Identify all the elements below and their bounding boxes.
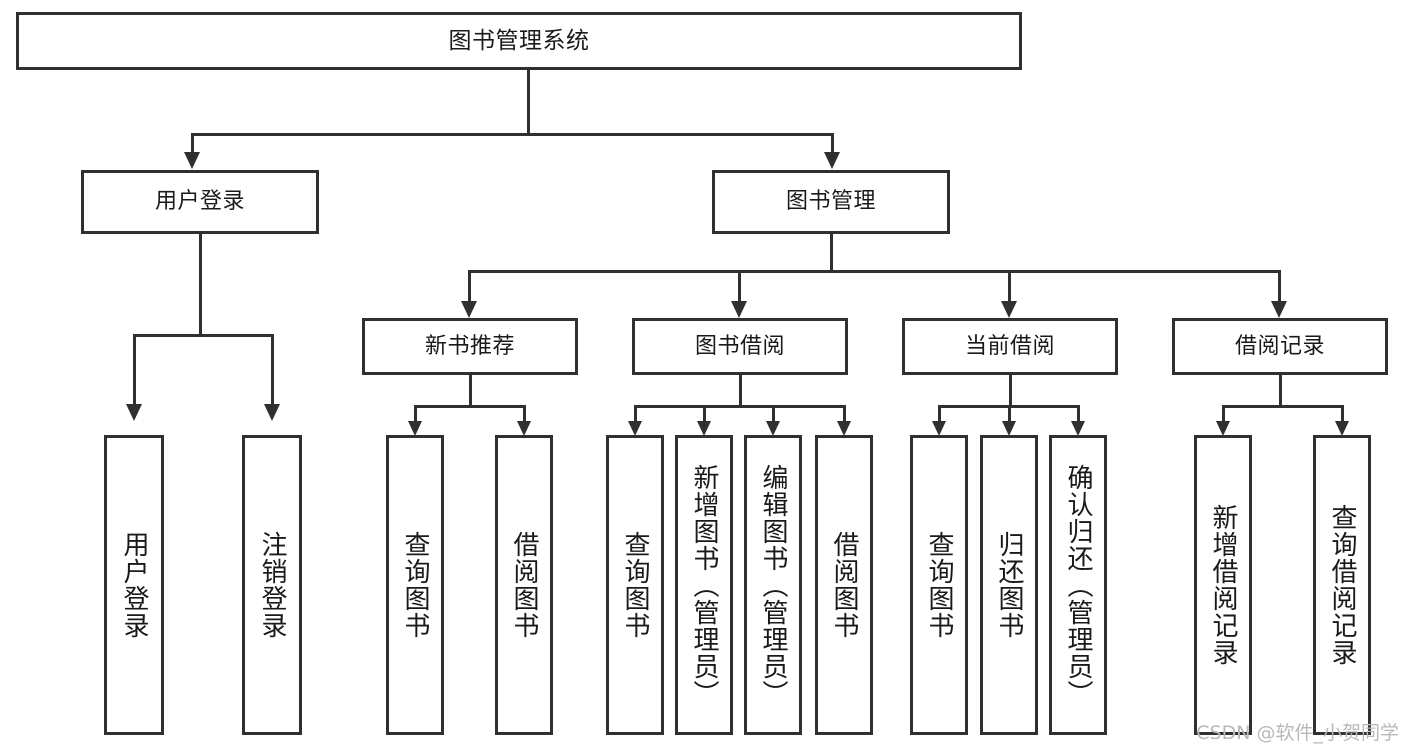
arrow-cb-leaf-2 [1002, 421, 1016, 436]
arrow-br-leaf-2 [1335, 421, 1349, 436]
node-leaf-query-book-2-label: 查询图书 [620, 531, 650, 639]
arrow-root-to-user-login [184, 152, 200, 169]
node-leaf-user-login[interactable]: 用户登录 [104, 435, 164, 735]
connector-bb-stem [739, 375, 742, 407]
arrow-cb-leaf-1 [932, 421, 946, 436]
connector-cb-drop-3 [1077, 405, 1080, 423]
node-leaf-add-record-label: 新增借阅记录 [1208, 504, 1238, 666]
csdn-watermark: CSDN @软件_小贺同学 [1196, 722, 1399, 744]
node-book-borrow-label: 图书借阅 [694, 333, 785, 359]
connector-nbr-drop-2 [523, 405, 526, 423]
node-leaf-return-book-label: 归还图书 [994, 531, 1024, 639]
connector-bb-drop-4 [843, 405, 846, 423]
node-leaf-query-book-1-label: 查询图书 [400, 531, 430, 639]
node-leaf-query-book-2[interactable]: 查询图书 [606, 435, 664, 735]
arrow-bm-to-book-borrow [731, 301, 747, 318]
connector-bb-drop-3 [772, 405, 775, 423]
connector-br-drop-2 [1341, 405, 1344, 423]
node-leaf-borrow-book-2-label: 借阅图书 [829, 531, 859, 639]
node-root-system[interactable]: 图书管理系统 [16, 12, 1022, 70]
node-leaf-add-book[interactable]: 新增图书（管理员） [675, 435, 733, 735]
node-leaf-borrow-book-1-label: 借阅图书 [509, 531, 539, 639]
node-leaf-user-logout-label: 注销登录 [257, 531, 287, 639]
arrow-bb-leaf-4 [837, 421, 851, 436]
arrow-bm-to-current-borrow [1001, 301, 1017, 318]
connector-bb-drop-1 [634, 405, 637, 423]
connector-bm-drop-1 [468, 270, 471, 303]
node-leaf-confirm-return-label: 确认归还（管理员） [1063, 463, 1093, 707]
arrow-bb-leaf-3 [766, 421, 780, 436]
arrow-bb-leaf-2 [697, 421, 711, 436]
node-leaf-query-record-label: 查询借阅记录 [1327, 504, 1357, 666]
node-user-login-label: 用户登录 [154, 189, 245, 215]
node-book-borrow[interactable]: 图书借阅 [632, 318, 848, 375]
connector-cb-drop-2 [1008, 405, 1011, 423]
connector-bm-drop-2 [738, 270, 741, 303]
node-leaf-user-logout[interactable]: 注销登录 [242, 435, 302, 735]
connector-br-drop-1 [1222, 405, 1225, 423]
node-current-borrow-label: 当前借阅 [964, 333, 1055, 359]
connector-cb-drop-1 [938, 405, 941, 423]
node-root-system-label: 图书管理系统 [448, 27, 590, 54]
connector-br-bus [1222, 405, 1344, 408]
node-leaf-borrow-book-1[interactable]: 借阅图书 [495, 435, 553, 735]
connector-user-login-stem [199, 234, 202, 336]
node-leaf-return-book[interactable]: 归还图书 [980, 435, 1038, 735]
node-leaf-query-book-3-label: 查询图书 [924, 531, 954, 639]
arrow-bb-leaf-1 [628, 421, 642, 436]
node-leaf-add-record[interactable]: 新增借阅记录 [1194, 435, 1252, 735]
connector-bb-drop-2 [703, 405, 706, 423]
connector-root-to-user-login [191, 133, 194, 155]
arrow-nbr-leaf-2 [517, 421, 531, 436]
node-leaf-add-book-label: 新增图书（管理员） [689, 463, 719, 707]
connector-cb-stem [1009, 375, 1012, 407]
node-leaf-edit-book[interactable]: 编辑图书（管理员） [744, 435, 802, 735]
node-leaf-user-login-label: 用户登录 [119, 531, 149, 639]
arrow-bm-to-new-book-recommend [461, 301, 477, 318]
node-borrow-record[interactable]: 借阅记录 [1172, 318, 1388, 375]
node-book-management[interactable]: 图书管理 [712, 170, 950, 234]
arrow-root-to-book-management [824, 152, 840, 169]
connector-user-login-drop-1 [133, 334, 136, 406]
connector-user-login-drop-2 [271, 334, 274, 406]
node-leaf-confirm-return[interactable]: 确认归还（管理员） [1049, 435, 1107, 735]
node-leaf-borrow-book-2[interactable]: 借阅图书 [815, 435, 873, 735]
connector-book-management-stem [830, 234, 833, 272]
node-new-book-recommend[interactable]: 新书推荐 [362, 318, 578, 375]
arrow-br-leaf-1 [1216, 421, 1230, 436]
connector-br-stem [1279, 375, 1282, 407]
node-leaf-query-book-1[interactable]: 查询图书 [386, 435, 444, 735]
node-new-book-recommend-label: 新书推荐 [424, 333, 515, 359]
arrow-bm-to-borrow-record [1271, 301, 1287, 318]
connector-root-stem [527, 70, 530, 135]
arrow-user-login-leaf-2 [264, 404, 280, 421]
node-book-management-label: 图书管理 [785, 189, 876, 215]
connector-bm-drop-3 [1008, 270, 1011, 303]
node-leaf-query-book-3[interactable]: 查询图书 [910, 435, 968, 735]
node-user-login[interactable]: 用户登录 [81, 170, 319, 234]
arrow-user-login-leaf-1 [126, 404, 142, 421]
connector-bm-drop-4 [1278, 270, 1281, 303]
connector-book-management-bus [468, 270, 1278, 273]
connector-root-to-book-management [831, 133, 834, 155]
connector-bb-bus [634, 405, 846, 408]
node-borrow-record-label: 借阅记录 [1234, 333, 1325, 359]
connector-nbr-drop-1 [414, 405, 417, 423]
node-leaf-query-record[interactable]: 查询借阅记录 [1313, 435, 1371, 735]
connector-user-login-bus [133, 334, 274, 337]
node-leaf-edit-book-label: 编辑图书（管理员） [758, 463, 788, 707]
arrow-nbr-leaf-1 [408, 421, 422, 436]
arrow-cb-leaf-3 [1071, 421, 1085, 436]
connector-root-bus [191, 133, 834, 136]
connector-nbr-stem [469, 375, 472, 407]
node-current-borrow[interactable]: 当前借阅 [902, 318, 1118, 375]
connector-nbr-bus [414, 405, 526, 408]
